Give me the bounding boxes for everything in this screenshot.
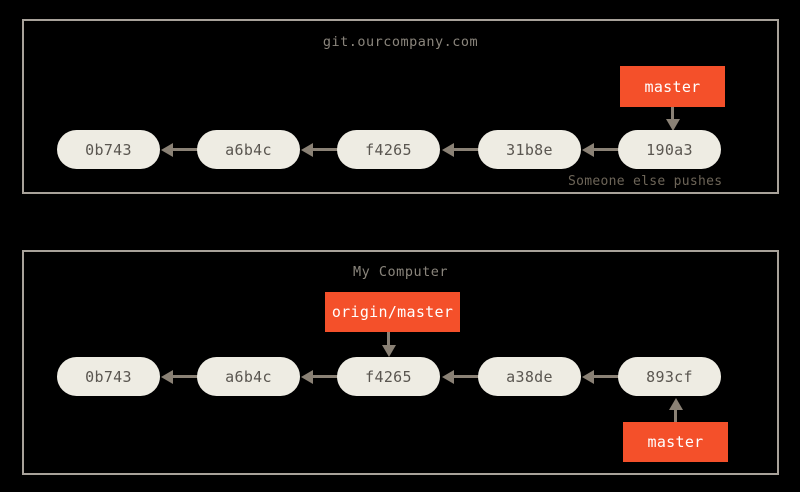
ref-pointer-arrow <box>665 107 680 131</box>
arrow-head-icon <box>442 142 454 157</box>
commit-node[interactable]: 31b8e <box>478 130 581 169</box>
commit-node[interactable]: a6b4c <box>197 130 300 169</box>
arrow-head-icon <box>582 369 594 384</box>
branch-ref-origin-master[interactable]: origin/master <box>325 292 460 332</box>
parent-arrow <box>161 369 198 384</box>
parent-arrow <box>582 369 619 384</box>
local-repository-panel: My Computer <box>22 250 779 475</box>
commit-node[interactable]: f4265 <box>337 130 440 169</box>
arrow-head-icon <box>161 142 173 157</box>
arrow-head-icon <box>668 398 683 410</box>
parent-arrow <box>582 142 619 157</box>
commit-node[interactable]: f4265 <box>337 357 440 396</box>
ref-pointer-arrow <box>668 398 683 422</box>
arrow-head-icon <box>301 369 313 384</box>
parent-arrow <box>442 142 479 157</box>
remote-panel-title: git.ourcompany.com <box>322 34 479 50</box>
commit-node[interactable]: 190a3 <box>618 130 721 169</box>
commit-node[interactable]: 0b743 <box>57 357 160 396</box>
branch-ref-master[interactable]: master <box>623 422 728 462</box>
arrow-head-icon <box>582 142 594 157</box>
ref-pointer-arrow <box>381 332 396 357</box>
remote-panel-caption: Someone else pushes <box>568 174 723 189</box>
parent-arrow <box>442 369 479 384</box>
commit-node[interactable]: a38de <box>478 357 581 396</box>
arrow-head-icon <box>161 369 173 384</box>
local-panel-title: My Computer <box>353 264 448 280</box>
commit-node[interactable]: 0b743 <box>57 130 160 169</box>
commit-node[interactable]: a6b4c <box>197 357 300 396</box>
branch-ref-master[interactable]: master <box>620 66 725 107</box>
parent-arrow <box>301 142 338 157</box>
parent-arrow <box>161 142 198 157</box>
remote-repository-panel: git.ourcompany.com <box>22 19 779 194</box>
parent-arrow <box>301 369 338 384</box>
arrow-head-icon <box>381 345 396 357</box>
arrow-head-icon <box>301 142 313 157</box>
arrow-head-icon <box>665 119 680 131</box>
arrow-head-icon <box>442 369 454 384</box>
commit-node[interactable]: 893cf <box>618 357 721 396</box>
